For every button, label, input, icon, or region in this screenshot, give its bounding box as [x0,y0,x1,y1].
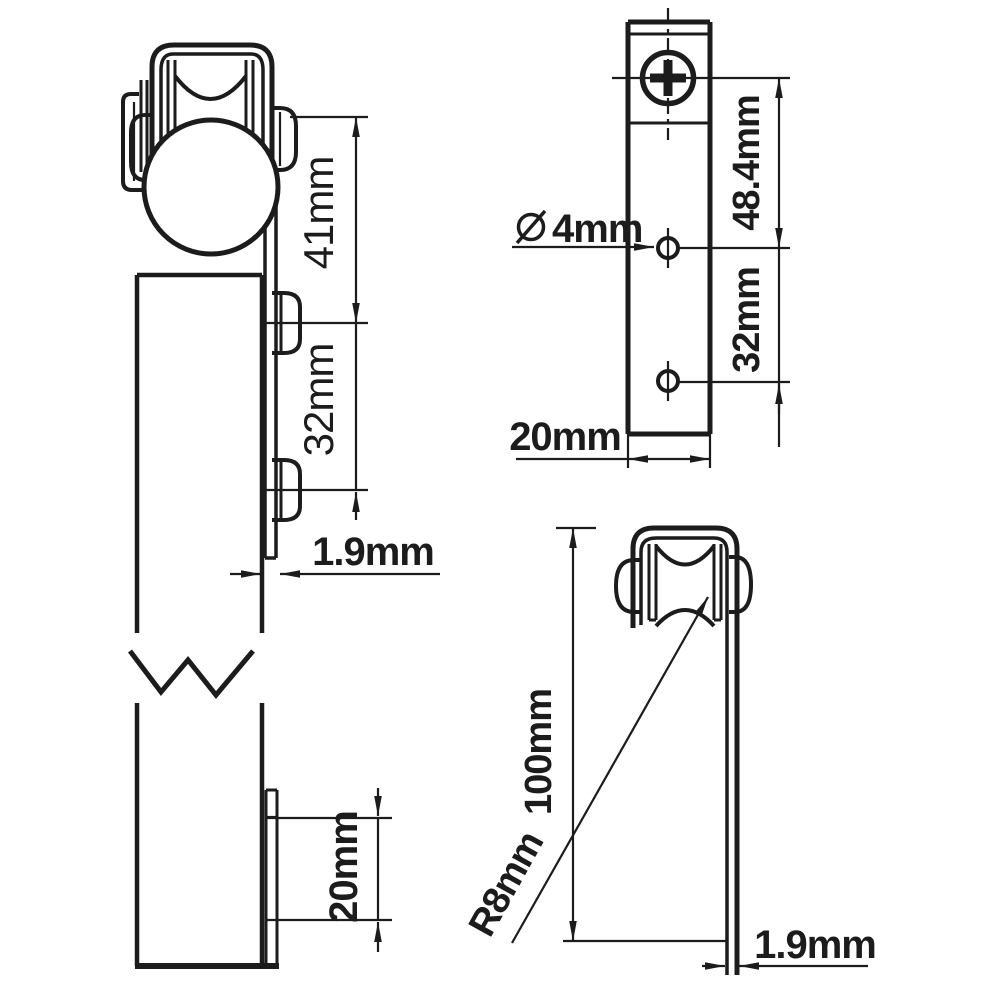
dim-20mm-front: 20mm [509,415,710,463]
mounting-hole-1 [656,228,680,268]
dim-label-32mm-left: 32mm [295,344,342,457]
axle-head-detail [613,558,641,614]
dim-41mm: 41mm [262,115,368,325]
axle-nut-detail [729,555,754,614]
dim-label-4mm: 4mm [552,207,642,251]
bottom-guide-plate [264,788,279,966]
dim-label-20mm-front: 20mm [509,415,621,459]
dim-hole-diameter: 4mm [512,207,654,251]
phillips-screw [639,8,697,140]
dim-label-1-9mm-detail: 1.9mm [754,923,876,967]
dim-32mm-front: 32mm [678,248,790,447]
dim-label-1-9mm-left: 1.9mm [312,530,434,574]
side-view-full: 41mm 32mm 1.9mm 20mm [121,42,440,969]
track-rail [121,80,153,192]
pulley-groove-top [173,74,248,101]
dim-32mm-left: 32mm [262,323,368,520]
pulley-groove-bottom-detail [654,608,716,628]
dim-100mm: 100mm [518,526,727,943]
axle-nut-right [274,106,298,172]
diameter-symbol-icon [515,209,547,245]
pulley-bracket [613,525,754,975]
pulley-groove-top-detail [654,544,716,567]
dim-label-48-4mm: 48.4mm [726,95,768,231]
dim-label-41mm: 41mm [295,157,342,270]
mounting-hole-2 [656,361,680,401]
side-view-upper-detail: 100mm R8mm 1.9mm [461,525,877,975]
break-symbol [128,649,255,699]
dim-1-9mm-left: 1.9mm [230,530,440,578]
dim-label-20mm-left: 20mm [322,811,366,923]
dim-r8mm: R8mm [461,596,709,944]
hanger-strap-edge [263,203,302,560]
dim-20mm-left: 20mm [267,788,392,952]
dim-48-4mm: 48.4mm [612,76,790,250]
door-panel [128,272,279,969]
axle-head-left [129,113,153,182]
roller-wheel [141,117,281,257]
dim-label-r8mm: R8mm [461,825,552,943]
page-edge-stripe [0,0,120,1000]
dim-label-32mm-front: 32mm [726,267,768,373]
dim-label-100mm: 100mm [518,689,560,815]
dim-1-9mm-detail: 1.9mm [702,923,877,970]
front-view-strap: 48.4mm 32mm 4mm 20mm [509,8,790,468]
